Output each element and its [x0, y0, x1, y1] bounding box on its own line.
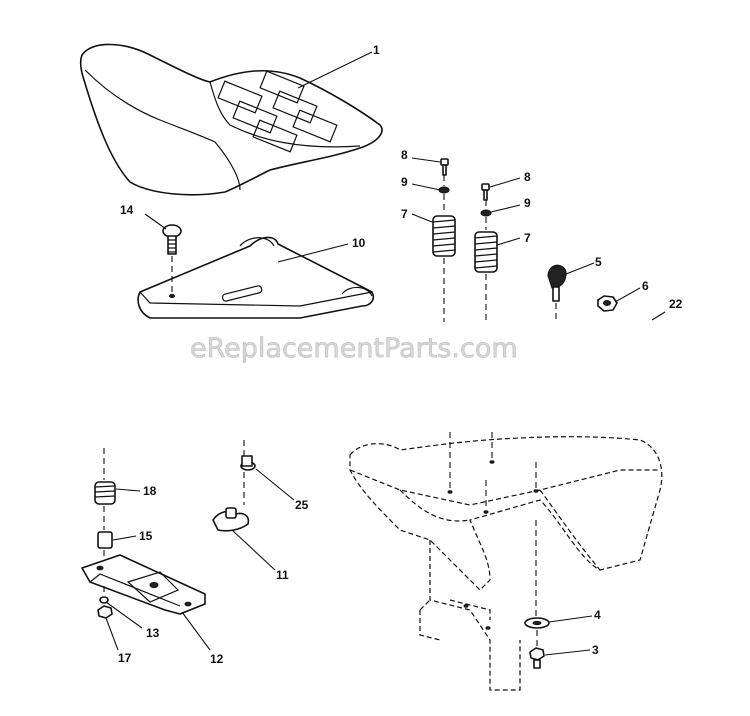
- callout-10: 10: [352, 236, 366, 250]
- carriage-bolt-part: [162, 224, 182, 292]
- callout-15: 15: [139, 529, 153, 543]
- callout-9b: 9: [524, 196, 531, 210]
- wing-knob-part: [212, 507, 250, 532]
- callout-labels: 1 14 10 8 9 7 8 9 7 5 6 22 18 15 13 17 1…: [118, 43, 683, 666]
- washer-bolt-part: [524, 617, 550, 669]
- seat-part: [79, 43, 383, 196]
- callout-3: 3: [592, 643, 599, 657]
- spring-part: [474, 231, 498, 273]
- callout-7a: 7: [401, 207, 408, 221]
- callout-17: 17: [118, 651, 132, 665]
- watermark-text: eReplacementParts.com: [190, 333, 518, 364]
- seat-pan-part: [137, 236, 375, 319]
- callout-12: 12: [210, 652, 224, 666]
- callout-9a: 9: [401, 175, 408, 189]
- knob-part: [547, 264, 567, 322]
- bolt-25-part: [240, 440, 256, 505]
- callout-22: 22: [669, 297, 683, 311]
- spring-assembly-left: [432, 158, 456, 322]
- bracket-plate-part: [81, 554, 206, 615]
- spring-part: [432, 215, 456, 257]
- spring-assembly-right: [474, 183, 498, 322]
- callout-13: 13: [146, 626, 160, 640]
- leader-lines: [105, 51, 641, 656]
- callout-8b: 8: [524, 170, 531, 184]
- part-22-marker: [651, 311, 666, 321]
- callout-14: 14: [120, 203, 134, 217]
- bushing-part: [97, 531, 113, 560]
- callout-1: 1: [373, 43, 380, 57]
- seat-pad: [217, 70, 338, 153]
- callout-5: 5: [595, 255, 602, 269]
- fender-assembly: [349, 432, 663, 691]
- callout-18: 18: [143, 484, 157, 498]
- callout-25: 25: [295, 498, 309, 512]
- callout-4: 4: [594, 608, 601, 622]
- callout-8a: 8: [401, 148, 408, 162]
- small-spring-part: [94, 448, 116, 530]
- callout-6: 6: [642, 279, 649, 293]
- callout-7b: 7: [524, 231, 531, 245]
- washer-nut-part: [97, 586, 113, 619]
- nut-part: [597, 295, 618, 312]
- callout-11: 11: [276, 568, 289, 582]
